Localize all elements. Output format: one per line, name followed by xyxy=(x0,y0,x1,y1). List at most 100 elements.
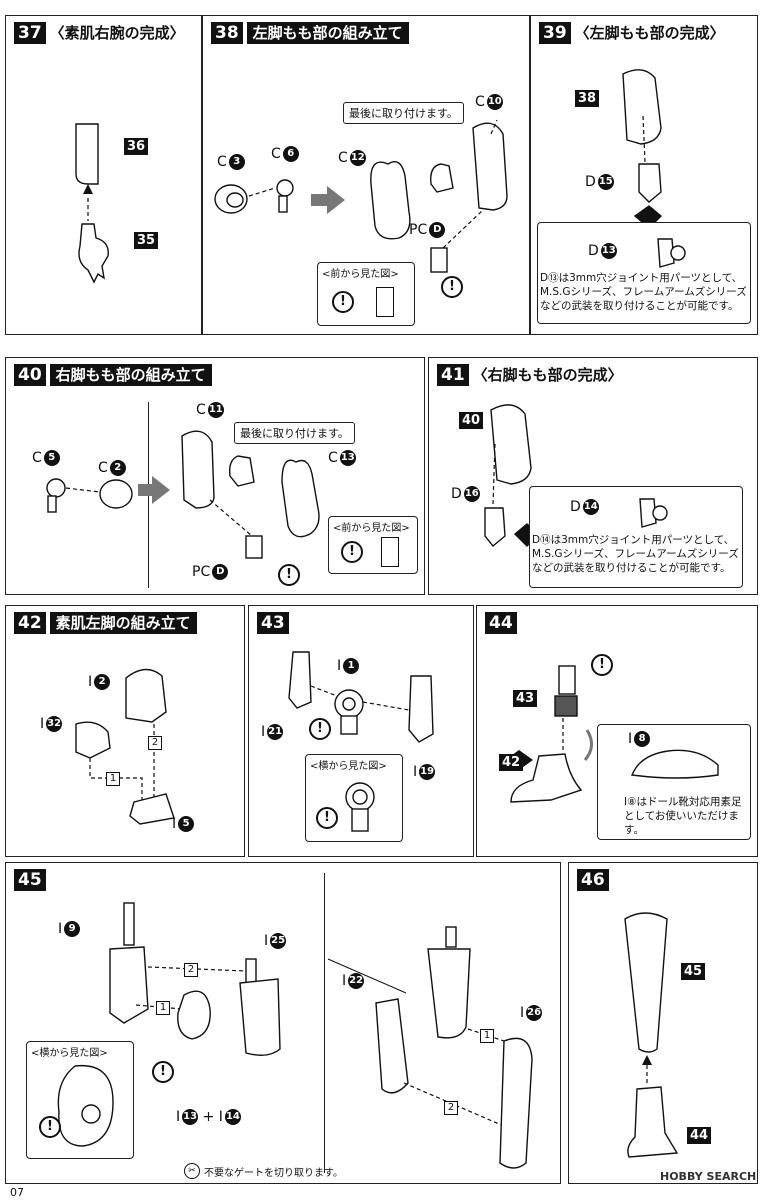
left-thigh-assembly-illustration xyxy=(214,119,508,273)
step-marker-1: 1 xyxy=(106,772,120,786)
step-marker-1: 1 xyxy=(156,1001,170,1015)
caution-mark: ! xyxy=(591,654,613,676)
step-title: 右脚もも部の組み立て xyxy=(49,364,212,386)
step-title: 左脚もも部の組み立て xyxy=(246,22,409,44)
callout-attach-last: 最後に取り付けます。 xyxy=(343,102,464,124)
part-tag-38: 38 xyxy=(575,90,600,107)
step-number: 40 xyxy=(14,364,46,386)
step-number: 43 xyxy=(257,612,289,634)
caution-mark: ! xyxy=(39,1116,61,1138)
part-tag-44: 44 xyxy=(687,1127,712,1144)
lower-leg-assembly-illustration xyxy=(109,902,533,1169)
step-marker-2: 2 xyxy=(444,1101,458,1115)
page-number: 07 xyxy=(10,1186,24,1199)
gate-note: ✂ 不要なゲートを切り取ります。 xyxy=(184,1163,343,1179)
note-line: I⑧はドール靴対応用素足 xyxy=(624,796,742,808)
flow-arrow xyxy=(152,476,170,504)
step-title: 〈右脚もも部の完成〉 xyxy=(472,366,623,384)
leg-complete-illustration xyxy=(624,912,679,1158)
right-arm-illustration xyxy=(75,123,109,284)
flow-arrow xyxy=(327,186,345,214)
callout-attach-last: 最後に取り付けます。 xyxy=(234,422,355,444)
caution-mark: ! xyxy=(309,718,331,740)
left-thigh-complete-illustration xyxy=(622,69,663,229)
note-line: などの武装を取り付けることが可能です。 xyxy=(540,300,739,312)
caution-mark: ! xyxy=(332,291,354,313)
caution-mark: ! xyxy=(152,1061,174,1083)
side-view-label: <横から見た図> xyxy=(31,1048,108,1059)
note-line: M.S.Gシリーズ、フレームアームズシリーズ xyxy=(540,286,747,298)
part-tag-40: 40 xyxy=(459,412,484,429)
part-tag-43: 43 xyxy=(513,690,538,707)
step-number: 46 xyxy=(577,869,609,891)
joint-assembly-illustration xyxy=(288,651,434,743)
part-tag-45: 45 xyxy=(681,963,706,980)
left-leg-assembly-illustration xyxy=(75,668,175,825)
side-view-label: <横から見た図> xyxy=(310,761,387,772)
front-view-inset: <前から見た図> ! xyxy=(317,262,415,326)
caution-mark: ! xyxy=(278,564,300,586)
step-title: 素肌左脚の組み立て xyxy=(49,612,197,634)
note-line: D⑭は3mm穴ジョイント用パーツとして、 xyxy=(532,534,735,546)
note-line: M.S.Gシリーズ、フレームアームズシリーズ xyxy=(532,548,739,560)
side-view-inset: <横から見た図> ! xyxy=(26,1041,134,1159)
panel-step-46: 46 45 44 xyxy=(568,862,758,1184)
note-line: としてお使いいただけます。 xyxy=(624,810,739,836)
step-number: 42 xyxy=(14,612,46,634)
note-line: D⑬は3mm穴ジョイント用パーツとして、 xyxy=(540,272,743,284)
right-thigh-assembly-illustration xyxy=(46,430,320,559)
side-view-inset: <横から見た図> ! xyxy=(305,754,403,842)
caution-mark: ! xyxy=(316,807,338,829)
caution-mark: ! xyxy=(441,276,463,298)
step-number: 41 xyxy=(437,364,469,386)
step-title: 〈素肌右腕の完成〉 xyxy=(49,24,185,42)
part-tag-36: 36 xyxy=(124,138,149,155)
front-view-label: <前から見た図> xyxy=(333,523,410,534)
step-marker-2: 2 xyxy=(184,963,198,977)
front-view-inset: <前から見た図> ! xyxy=(328,516,418,574)
step-number: 37 xyxy=(14,22,46,44)
step-number: 44 xyxy=(485,612,517,634)
step-number: 38 xyxy=(211,22,243,44)
caution-mark: ! xyxy=(341,541,363,563)
part-tag-42: 42 xyxy=(499,754,524,771)
step-title: 〈左脚もも部の完成〉 xyxy=(574,24,725,42)
front-view-label: <前から見た図> xyxy=(322,269,399,280)
